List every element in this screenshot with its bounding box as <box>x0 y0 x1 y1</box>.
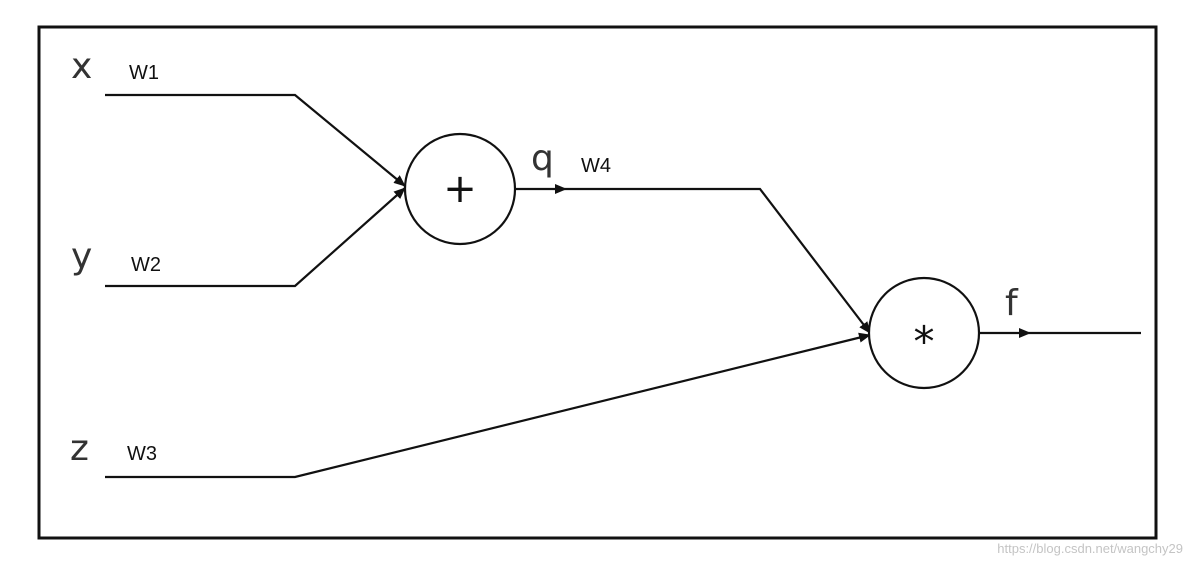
output-f-label: f <box>1005 283 1019 324</box>
input-z-label: z <box>70 428 89 469</box>
add-node-symbol: + <box>443 166 477 212</box>
diagram-frame <box>37 25 1158 540</box>
weight-w2-label: W2 <box>131 254 161 276</box>
weight-w1-label: W1 <box>129 62 159 84</box>
watermark-text: https://blog.csdn.net/wangchy29 <box>997 541 1183 556</box>
edge-x-to-add <box>105 93 406 187</box>
edge-y-to-add <box>105 187 406 288</box>
weight-w3-label: W3 <box>127 443 157 465</box>
input-x-label: x <box>71 46 92 87</box>
edge-q-to-multiply <box>566 187 871 334</box>
multiply-node-symbol: * <box>914 317 935 366</box>
input-y-label: y <box>71 236 92 277</box>
intermediate-q-label: q <box>531 138 554 179</box>
edge-z-to-multiply <box>105 332 871 479</box>
weight-w4-label: W4 <box>581 155 611 177</box>
